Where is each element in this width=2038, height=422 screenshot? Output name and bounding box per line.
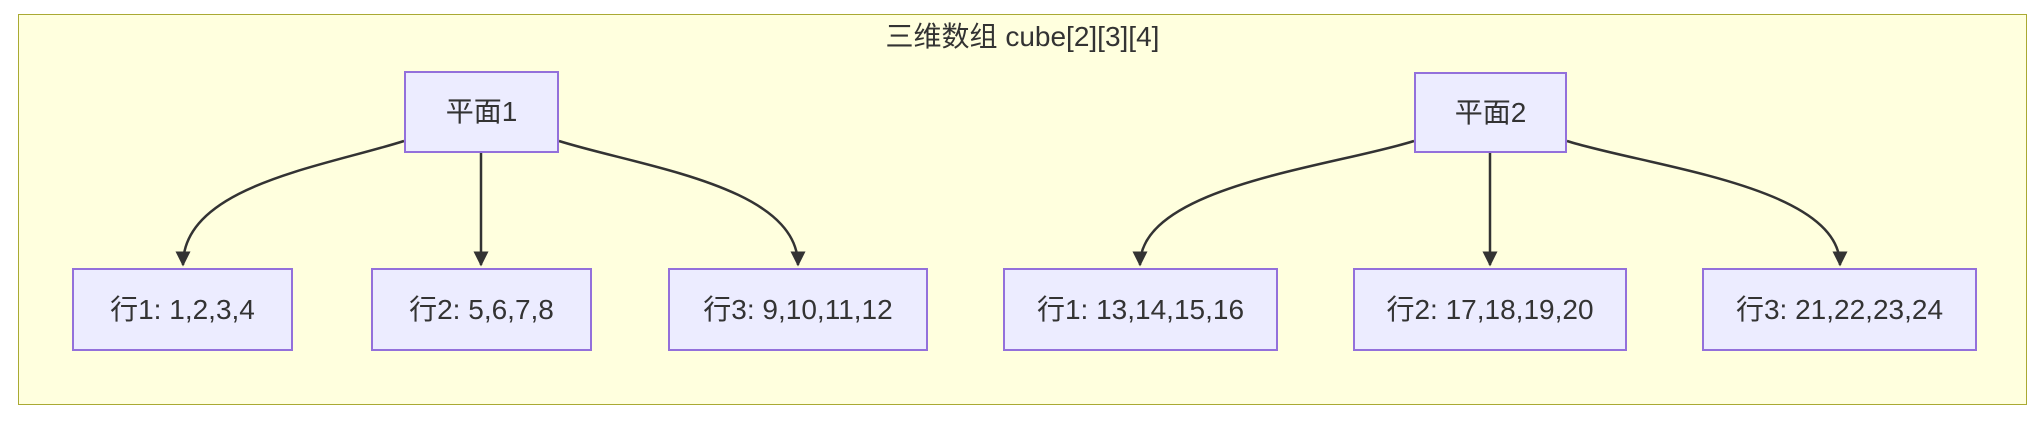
node-plane2-label: 平面2 <box>1454 96 1527 128</box>
node-plane1-row3: 行3: 9,10,11,12 <box>668 268 928 351</box>
node-plane2-row2-label: 行2: 17,18,19,20 <box>1386 293 1594 325</box>
node-plane1: 平面1 <box>404 71 559 153</box>
node-plane1-label: 平面1 <box>445 96 518 128</box>
node-plane2-row3: 行3: 21,22,23,24 <box>1702 268 1977 351</box>
node-plane1-row2-label: 行2: 5,6,7,8 <box>409 293 554 325</box>
node-plane2-row3-label: 行3: 21,22,23,24 <box>1735 293 1944 325</box>
node-plane2: 平面2 <box>1414 72 1567 153</box>
node-plane1-row2: 行2: 5,6,7,8 <box>371 268 592 351</box>
node-plane1-row3-label: 行3: 9,10,11,12 <box>703 293 893 325</box>
node-plane2-row1-label: 行1: 13,14,15,16 <box>1036 293 1245 325</box>
node-plane2-row1: 行1: 13,14,15,16 <box>1003 268 1278 351</box>
cluster-title: 三维数组 cube[2][3][4] <box>885 21 1160 52</box>
node-plane2-row2: 行2: 17,18,19,20 <box>1353 268 1627 351</box>
node-plane1-row1: 行1: 1,2,3,4 <box>72 268 293 351</box>
node-plane1-row1-label: 行1: 1,2,3,4 <box>110 293 255 325</box>
